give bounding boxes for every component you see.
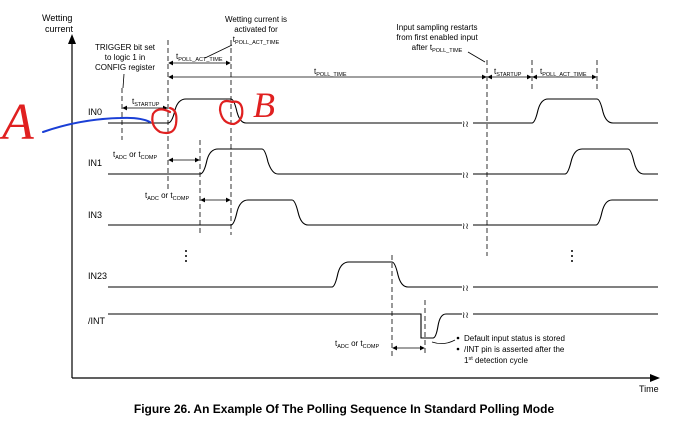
x-axis-label: Time [639,384,659,394]
trigger-note-line: CONFIG register [95,63,155,72]
signal-label-in1: IN1 [88,158,102,168]
trigger-note-line: TRIGGER bit set [95,43,156,52]
handwritten-label-a: A [0,94,34,151]
figure-caption: Figure 26. An Example Of The Polling Seq… [134,402,555,416]
label-adc-comp-3: tADC or tCOMP [335,339,379,350]
y-axis-label-2: current [45,24,74,34]
waveform-in3 [108,199,658,226]
ellipsis-dot [185,255,187,257]
label-restart-act: tPOLL_ACT_TIME [540,67,587,78]
wetting-pointer [204,44,233,59]
default-status-note: Default input status is stored /INT pin … [456,334,565,365]
break-mark-in1: ≀≀ [462,170,469,180]
restart-note-line: Input sampling restarts [397,23,478,32]
ellipsis-dot [185,260,187,262]
trigger-pointer [122,73,125,89]
restart-annotation: Input sampling restarts from first enabl… [396,23,478,54]
break-mark-in3: ≀≀ [462,221,469,231]
blue-pointer-stroke [42,116,151,133]
restart-note-line-3: after tPOLL_TIME [412,43,463,54]
signal-label-in3: IN3 [88,210,102,220]
trigger-annotation: TRIGGER bit set to logic 1 in CONFIG reg… [95,43,156,72]
ellipsis-dot [571,255,573,257]
break-mark-int: ≀≀ [462,310,469,320]
signal-label-in0: IN0 [88,107,102,117]
label-adc-comp-1: tADC or tCOMP [113,150,157,161]
wetting-annotation: Wetting current is activated for tPOLL_A… [225,15,287,46]
timing-arrows [122,60,597,351]
handwritten-label-b: B [253,85,275,125]
timing-labels: tPOLL_ACT_TIME tPOLL_TIME tSTARTUP tSTAR… [113,52,587,350]
red-circle-stroke [218,99,244,126]
red-circle-stroke [151,106,178,135]
waveform-int [108,313,658,339]
waveform-in0 [108,98,658,124]
y-axis-label-1: Wetting [42,13,72,23]
break-mark-in23: ≀≀ [462,283,469,293]
break-marks: ≀≀ ≀≀ ≀≀ ≀≀ ≀≀ [462,119,469,320]
waveform-in23 [108,261,658,288]
waveform-in1 [108,148,658,175]
ellipsis-dot [571,250,573,252]
int-pointer [431,339,456,344]
default-status-line-1: Default input status is stored [464,334,565,343]
label-adc-comp-2: tADC or tCOMP [145,191,189,202]
label-poll-time: tPOLL_TIME [314,67,347,78]
signal-label-in23: IN23 [88,271,107,281]
label-startup: tSTARTUP [132,97,160,108]
break-mark-in0: ≀≀ [462,119,469,129]
wetting-note-line-3: tPOLL_ACT_TIME [233,35,280,46]
default-status-line-2: /INT pin is asserted after the [464,345,565,354]
ellipsis-dot [185,250,187,252]
trigger-note-line: to logic 1 in [105,53,145,62]
label-poll-act-time: tPOLL_ACT_TIME [176,52,223,63]
bullet [456,336,460,340]
wetting-note-line: Wetting current is [225,15,287,24]
waveforms [108,98,658,339]
restart-pointer [467,51,486,63]
label-restart-startup: tSTARTUP [494,67,522,78]
axes: Wetting current Time [42,13,660,394]
reference-lines [121,40,598,356]
handwritten-marks: A B [0,85,275,151]
ellipsis-dots [185,250,573,262]
signal-label-int: /INT [88,316,106,326]
signal-labels: IN0 IN1 IN3 IN23 /INT [88,107,107,326]
default-status-line-3: 1st detection cycle [464,356,528,365]
wetting-note-line: activated for [234,25,278,34]
bullet [456,347,460,351]
x-axis-arrow [650,374,660,382]
restart-note-line: from first enabled input [396,33,478,42]
y-axis-arrow [68,34,76,44]
ellipsis-dot [571,260,573,262]
